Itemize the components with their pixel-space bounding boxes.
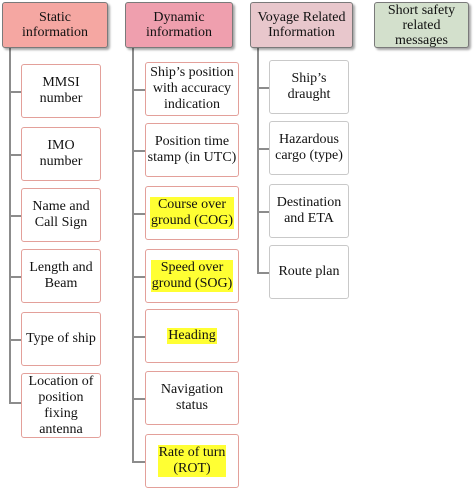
dynamic-connector-branch bbox=[132, 150, 145, 152]
dynamic-connector-branch bbox=[132, 336, 145, 338]
static-item-type-of-ship: Type of ship bbox=[21, 312, 101, 366]
voyage-connector-branch bbox=[257, 211, 269, 213]
static-connector-branch bbox=[9, 339, 21, 341]
static-connector-branch bbox=[9, 402, 21, 404]
voyage-item-route-plan: Route plan bbox=[269, 245, 349, 299]
voyage-item-label: Route plan bbox=[278, 264, 340, 279]
static-connector-branch bbox=[9, 154, 21, 156]
dynamic-connector-branch bbox=[132, 89, 145, 91]
voyage-connector-branch bbox=[257, 148, 269, 150]
dynamic-item-heading: Heading bbox=[145, 309, 239, 363]
dynamic-connector-branch bbox=[132, 398, 145, 400]
voyage-connector-branch bbox=[257, 87, 269, 89]
voyage-connector-branch bbox=[257, 272, 269, 274]
static-connector-branch bbox=[9, 91, 21, 93]
static-item-label: Type of ship bbox=[26, 331, 96, 346]
dynamic-item-rate-of-turn: Rate of turn(ROT) bbox=[145, 434, 239, 488]
voyage-connector-trunk bbox=[257, 48, 259, 274]
dynamic-connector-trunk bbox=[132, 48, 134, 463]
static-connector-branch bbox=[9, 215, 21, 217]
dynamic-item-label-highlighted: Rate of turn(ROT) bbox=[157, 445, 227, 477]
dynamic-connector-branch bbox=[132, 213, 145, 215]
dynamic-connector-branch bbox=[132, 276, 145, 278]
dynamic-connector-branch bbox=[132, 461, 145, 463]
static-connector-branch bbox=[9, 276, 21, 278]
static-connector-trunk bbox=[9, 48, 11, 403]
dynamic-item-label-highlighted: Heading bbox=[167, 328, 217, 344]
